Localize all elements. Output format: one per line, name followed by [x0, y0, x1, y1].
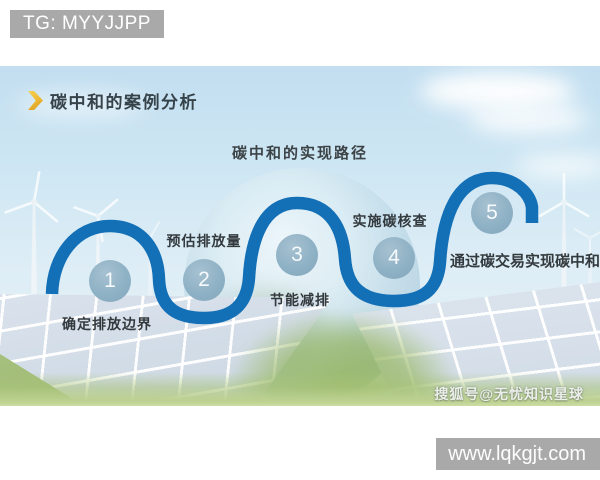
- step-5-circle: 5: [471, 192, 513, 234]
- step-3-circle: 3: [276, 234, 318, 276]
- slide-title: 碳中和的案例分析: [50, 93, 198, 112]
- cloud: [516, 154, 600, 178]
- cloud: [420, 72, 575, 110]
- step-1-circle: 1: [89, 260, 131, 302]
- step-5-number: 5: [486, 201, 498, 224]
- url-watermark-badge: www.lqkgjt.com: [436, 438, 600, 470]
- grass: [0, 372, 600, 406]
- step-1-number: 1: [104, 269, 116, 292]
- step-4-label: 实施碳核查: [352, 213, 428, 229]
- step-2-number: 2: [198, 268, 210, 291]
- step-1-label: 确定排放边界: [62, 316, 152, 332]
- watermark-text: 搜狐号@无忧知识星球: [434, 386, 584, 402]
- diagram-title: 碳中和的实现路径: [231, 145, 368, 162]
- step-4-circle: 4: [373, 237, 415, 279]
- step-3-label: 节能减排: [270, 292, 330, 308]
- step-2-circle: 2: [183, 259, 225, 301]
- chevron-right-icon: [28, 91, 43, 110]
- step-5-label: 通过碳交易实现碳中和: [450, 253, 600, 270]
- cloud: [468, 104, 588, 134]
- tg-watermark-badge: TG: MYYJJPP: [10, 10, 164, 38]
- process-curve: [45, 171, 539, 325]
- slide-header: 碳中和的案例分析: [28, 88, 198, 113]
- step-2-label: 预估排放量: [166, 233, 242, 249]
- slide: 1 2 3 4 5 确定排放边界 预估排放量 节能减排 实施碳核查 通过碳交易实…: [0, 66, 600, 406]
- step-4-number: 4: [388, 246, 400, 269]
- step-3-number: 3: [291, 243, 303, 266]
